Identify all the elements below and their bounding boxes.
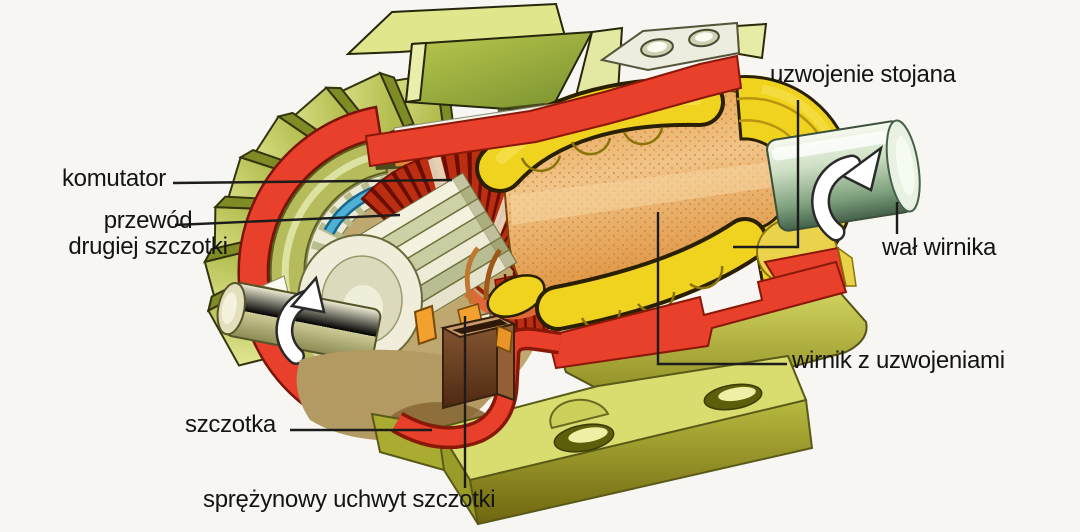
casing-cut-right-end: [836, 246, 857, 287]
casing-top-band: [364, 54, 743, 168]
flange-bolt-holes: [640, 28, 720, 58]
brush-spring-clip: [413, 304, 438, 346]
rotor-shaft-left: [216, 282, 382, 364]
rotation-arrow-right: [811, 144, 884, 242]
label-uzwojenie-stojana: uzwojenie stojana: [770, 61, 956, 88]
label-komutator: komutator: [61, 165, 166, 192]
label-szczotka: szczotka: [185, 411, 276, 438]
label-przewod-line2: drugiej szczotki: [68, 233, 228, 261]
label-przewod-line1: przewód: [103, 207, 193, 234]
rotation-arrow-left: [275, 275, 326, 365]
stator-winding-bottom: [486, 217, 768, 331]
leader-przewod: [174, 213, 401, 227]
brush-holder-assembly: [413, 246, 517, 410]
leader-lines: [172, 100, 899, 488]
motor-base: [370, 354, 814, 526]
leader-komutator: [172, 178, 453, 185]
mounting-flange: [599, 21, 768, 72]
label-przewod-drugiej-szczotki: przewód drugiej szczotki: [28, 207, 268, 261]
leader-wirnik: [656, 212, 787, 366]
leader-uzwojenie-stojana: [733, 100, 800, 249]
label-wal-wirnika: wał wirnika: [882, 234, 997, 261]
label-sprezynowy-uchwyt-szczotki: sprężynowy uchwyt szczotki: [203, 486, 496, 513]
label-wirnik-z-uzwojeniami: wirnik z uzwojeniami: [792, 347, 1005, 374]
casing-brush-channel: [391, 327, 562, 450]
base-bolt-holes: [553, 383, 763, 453]
